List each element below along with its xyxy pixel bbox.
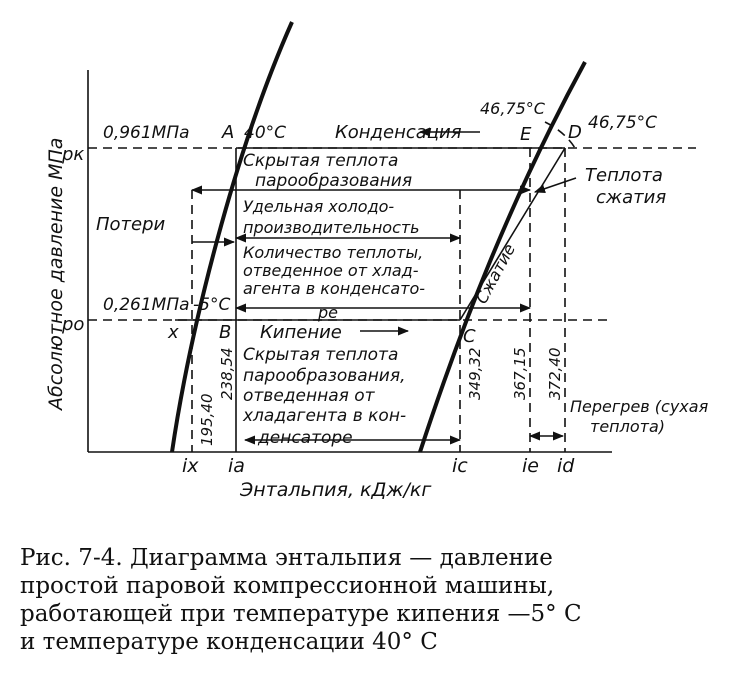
tick-id: id	[557, 455, 575, 477]
enthalpy-value-195: 195,40	[198, 394, 216, 447]
pressure-high: 0,961МПа	[103, 123, 190, 143]
annot-compression-heat-2: сжатия	[596, 187, 666, 208]
tick-ie: iе	[522, 455, 539, 477]
point-a: A	[221, 122, 234, 143]
point-x: x	[167, 322, 179, 343]
tick-ia: ia	[228, 455, 245, 477]
annot-latent-cond-4: хладагента в кон-	[242, 406, 406, 426]
annot-boiling: Кипение	[260, 322, 342, 343]
annot-refrig-cap-1: Удельная холодо-	[243, 197, 394, 216]
annot-condensation: Конденсация	[335, 122, 462, 143]
annot-latent-heat-1: Скрытая теплота	[243, 151, 398, 171]
pk-label: pк	[61, 144, 84, 165]
annot-heat-removed-1: Количество теплоты,	[243, 243, 423, 262]
point-e: E	[520, 124, 532, 145]
vapor-saturation-curve	[418, 61, 587, 453]
po-label: pо	[61, 314, 84, 335]
temp-discharge-e: 46,75°С	[480, 99, 546, 118]
point-d: D	[568, 122, 582, 143]
annot-latent-cond-3: отведенная от	[243, 386, 376, 406]
annot-refrig-cap-2: производительность	[243, 218, 420, 237]
superheat-arc	[544, 121, 576, 149]
y-axis-label: Абсолютное давление МПа	[45, 138, 67, 412]
compression-heat-arrow	[533, 177, 577, 193]
enthalpy-value-349: 349,32	[466, 348, 484, 401]
temp-boiling: -5°С	[193, 295, 230, 315]
annot-losses: Потери	[96, 214, 166, 235]
caption-line-4: и температуре конденсации 40° С	[20, 629, 438, 655]
annot-heat-removed-4: ре	[317, 303, 338, 322]
annot-superheat-2: теплота)	[590, 417, 665, 436]
caption-line-2: простой паровой компрессионной машины,	[20, 573, 554, 599]
pressure-low: 0,261МПа	[103, 295, 190, 315]
point-b: B	[219, 322, 231, 343]
enthalpy-value-372: 372,40	[546, 348, 564, 401]
x-axis-label: Энтальпия, кДж/кг	[239, 479, 432, 501]
annot-latent-heat-2: парообразования	[255, 171, 412, 191]
tick-ic: ic	[452, 455, 468, 477]
annot-latent-cond-1: Скрытая теплота	[243, 345, 398, 365]
liquid-saturation-curve	[170, 21, 294, 453]
point-c: C	[463, 326, 476, 347]
annot-heat-removed-2: отведенное от хлад-	[243, 261, 419, 280]
annot-latent-cond-2: парообразования,	[243, 366, 406, 386]
temp-condensing: 40°С	[244, 123, 286, 143]
temp-discharge-d: 46,75°С	[588, 113, 657, 133]
annot-superheat-1: Перегрев (сухая	[570, 397, 709, 416]
caption-line-3: работающей при температуре кипения —5° С	[20, 601, 582, 627]
caption-line-1: Рис. 7-4. Диаграмма энтальпия — давление	[20, 545, 553, 571]
enthalpy-value-238: 238,54	[218, 348, 236, 401]
annot-latent-cond-5: денсаторе	[257, 428, 353, 448]
tick-ix: ix	[182, 455, 199, 477]
compression-line	[459, 147, 566, 321]
enthalpy-value-367: 367,15	[511, 348, 529, 401]
annot-compression-heat-1: Теплота	[585, 165, 663, 186]
annot-heat-removed-3: агента в конденсато-	[243, 279, 425, 298]
